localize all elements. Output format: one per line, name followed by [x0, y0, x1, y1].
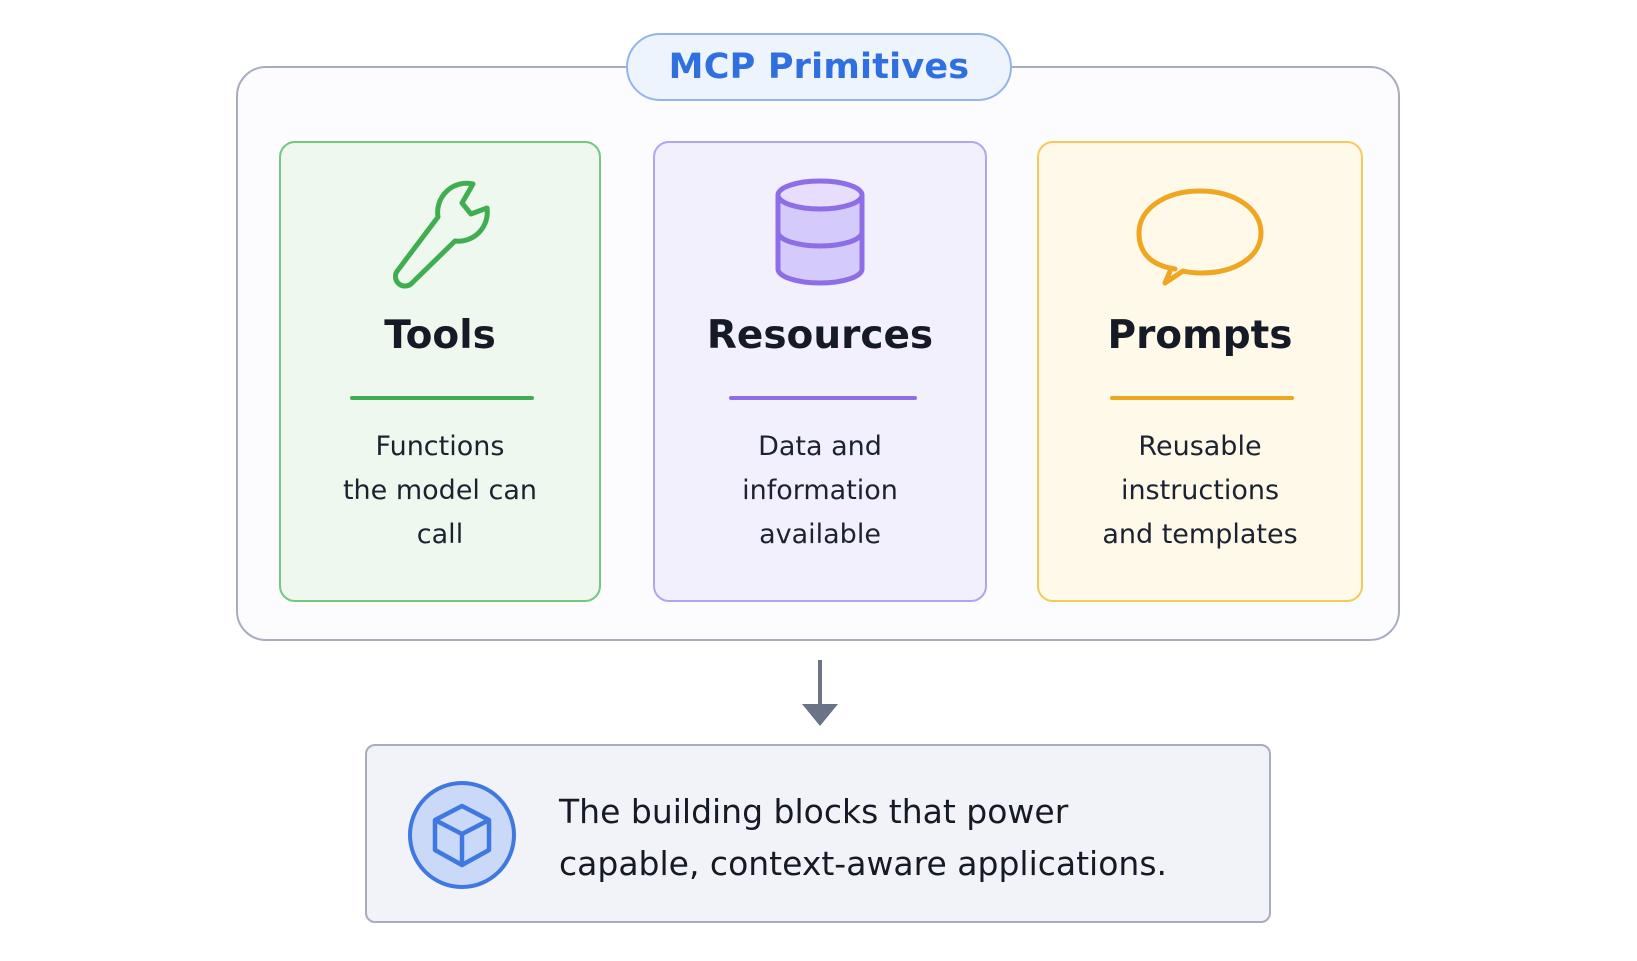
- tools-description-line: call: [416, 519, 464, 550]
- prompts-description-line: instructions: [1120, 475, 1280, 506]
- tools-title: Tools: [384, 313, 496, 358]
- prompts-description: Reusable instructions and templates: [1059, 425, 1341, 557]
- title-pill: MCP Primitives: [626, 33, 1012, 101]
- cube-icon: [407, 780, 517, 890]
- resources-divider: [729, 396, 917, 400]
- summary-line: The building blocks that power: [559, 792, 1069, 831]
- tools-card: Tools Functions the model can call: [279, 141, 601, 602]
- resources-description: Data and information available: [675, 425, 965, 557]
- resources-description-line: information: [742, 475, 898, 506]
- prompts-description-line: Reusable: [1138, 431, 1262, 462]
- tools-description-line: Functions: [375, 431, 505, 462]
- resources-description-line: available: [759, 519, 881, 550]
- prompts-divider: [1110, 396, 1294, 400]
- summary-line: capable, context-aware applications.: [559, 844, 1168, 883]
- tools-description: Functions the model can call: [301, 425, 579, 557]
- down-arrow-icon: [802, 660, 838, 726]
- tools-description-line: the model can: [342, 475, 538, 506]
- resources-description-line: Data and: [758, 431, 882, 462]
- resources-card: Resources Data and information available: [653, 141, 987, 602]
- prompts-card: Prompts Reusable instructions and templa…: [1037, 141, 1363, 602]
- prompts-description-line: and templates: [1102, 519, 1298, 550]
- summary-text: The building blocks that power capable, …: [559, 786, 1239, 890]
- diagram-title: MCP Primitives: [668, 47, 970, 87]
- speech-bubble-icon: [1039, 177, 1361, 297]
- tools-divider: [350, 396, 534, 400]
- summary-box: The building blocks that power capable, …: [365, 744, 1271, 923]
- wrench-icon: [281, 177, 599, 297]
- prompts-title: Prompts: [1107, 313, 1293, 358]
- database-icon: [655, 177, 985, 297]
- resources-title: Resources: [706, 313, 934, 358]
